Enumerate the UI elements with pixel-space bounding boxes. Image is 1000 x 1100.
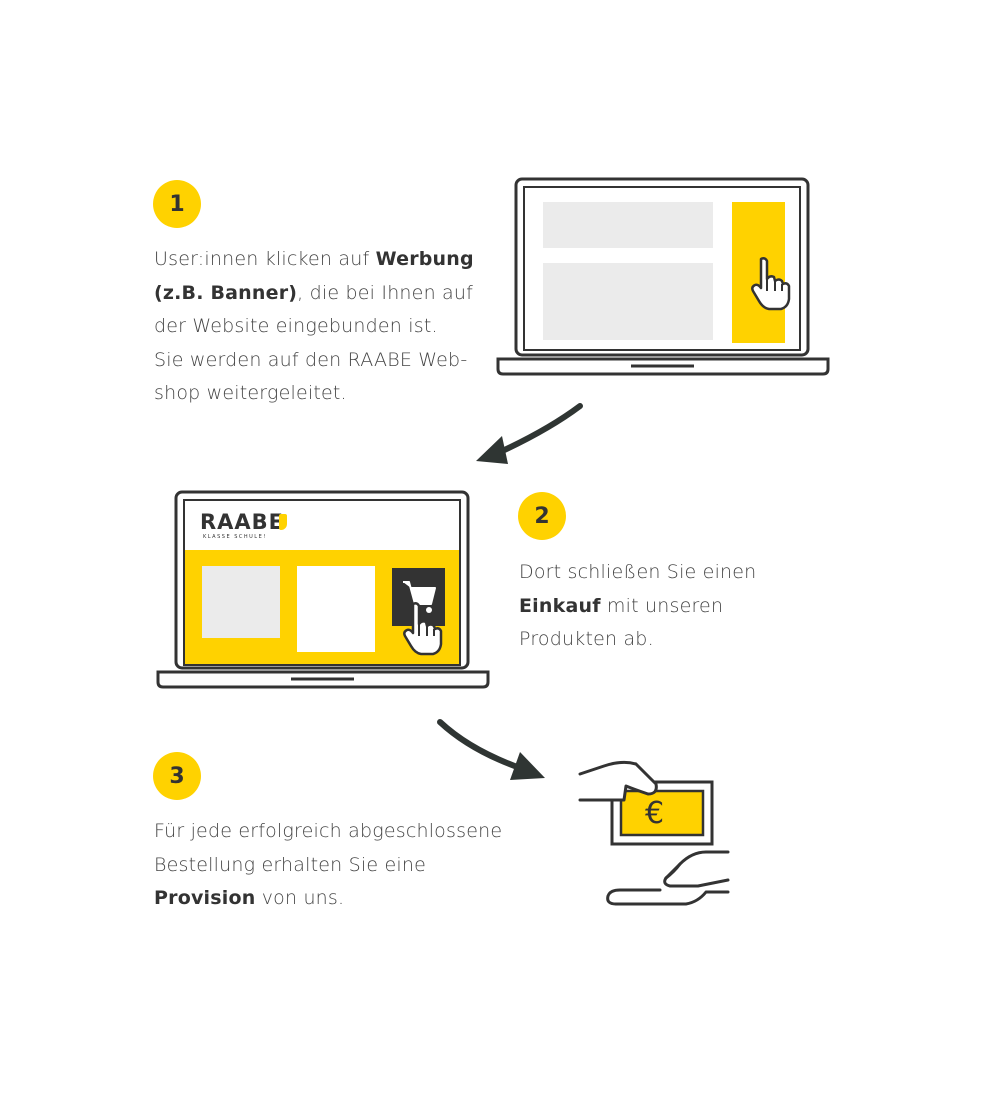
step-2-line2-post: mit unseren — [600, 594, 724, 617]
step-3-line3-bold: Provision — [154, 887, 256, 909]
step-3-line3-post: von uns. — [255, 887, 345, 909]
step-3-line2: Bestellung erhalten Sie eine — [154, 853, 426, 876]
step-2-line1: Dort schließen Sie einen — [519, 561, 757, 583]
step-3-badge: 3 — [153, 752, 201, 800]
receiving-palm — [614, 890, 730, 906]
step-2-number: 2 — [534, 503, 550, 529]
euro-symbol: € — [645, 796, 665, 831]
step-1-badge: 1 — [153, 180, 201, 228]
banknote-fill — [619, 789, 705, 837]
step-1-line3: der Website eingebunden ist. — [154, 315, 438, 337]
content-block-top — [543, 202, 713, 248]
raabe-logo-tagline: KLASSE SCHULE! — [203, 534, 267, 540]
step-1-line1-pre: User:innen klicken auf — [154, 248, 376, 270]
raabe-logo: RAABE KLASSE SCHULE! — [200, 510, 310, 542]
step-1-line5: shop weitergeleitet. — [154, 382, 347, 404]
laptop-banner-illustration — [496, 177, 830, 376]
step-3-number: 3 — [169, 763, 185, 789]
arrow-step2-to-step3 — [437, 719, 545, 780]
step-2-line2-bold: Einkauf — [519, 594, 601, 617]
product-tile-1 — [202, 566, 280, 638]
step-3-line1: Für jede erfolgreich abgeschlossene — [154, 820, 503, 842]
laptop-shop-illustration — [156, 490, 490, 689]
step-1-text: User:innen klicken auf Werbung (z.B. Ban… — [154, 243, 474, 411]
step-1-line1-bold: Werbung — [375, 248, 474, 270]
step-2-line3: Produkten ab. — [519, 628, 654, 650]
hand-pointer-icon — [751, 257, 791, 311]
step-3-text: Für jede erfolgreich abgeschlossene Best… — [154, 815, 502, 916]
step-1-line4: Sie werden auf den RAABE Web- — [154, 348, 468, 371]
giving-hand-icon — [578, 760, 658, 802]
step-2-badge: 2 — [518, 492, 566, 540]
arrow-step1-to-step2 — [476, 403, 583, 464]
raabe-logo-name: RAABE — [200, 510, 285, 534]
step-1-number: 1 — [169, 191, 185, 217]
product-tile-2 — [297, 566, 375, 652]
content-block-bottom — [543, 263, 713, 340]
banner-ad — [732, 202, 785, 343]
money-handover-illustration — [578, 760, 730, 906]
step-1-line2-post: , die bei Ihnen auf — [297, 281, 474, 304]
hand-pointer-icon — [403, 602, 443, 656]
step-2-text: Dort schließen Sie einen Einkauf mit uns… — [519, 556, 756, 657]
step-1-line2-bold: (z.B. Banner) — [154, 281, 298, 304]
raabe-logo-comma — [279, 514, 287, 530]
